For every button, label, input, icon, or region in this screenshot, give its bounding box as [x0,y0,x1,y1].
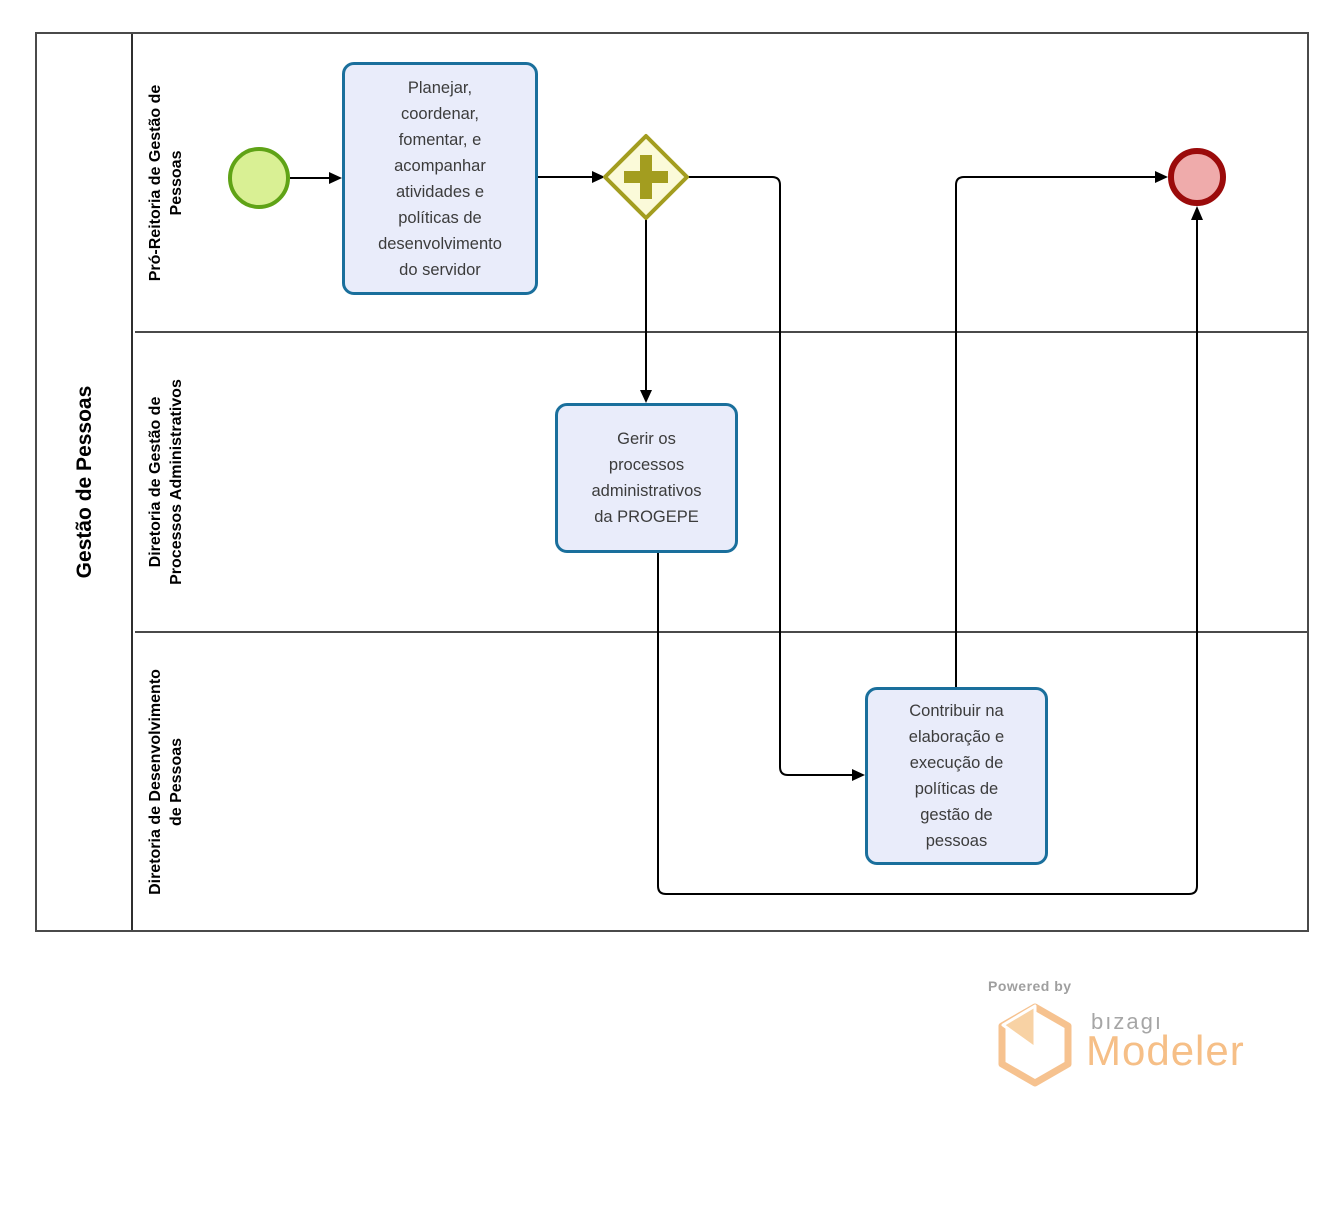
plus-icon [624,155,668,199]
arrowhead-icon [1191,206,1203,220]
flow-gateway-to-task3 [687,176,852,776]
start-event [228,147,290,209]
modeler-product-text: Modeler [1086,1027,1245,1074]
flow-task3-to-end [955,176,1155,687]
pool-title-strip: Gestão de Pessoas [37,34,133,930]
arrowhead-icon [329,172,342,184]
task-label: Planejar, coordenar, fomentar, e acompan… [378,78,502,279]
task-gerir-processos: Gerir os processos administrativos da PR… [555,403,738,553]
flow-task2-to-end [657,220,1198,895]
task-contribuir: Contribuir na elaboração e execução de p… [865,687,1048,865]
lane-gestao-processos: Diretoria de Gestão de Processos Adminis… [135,331,1307,631]
task-label: Gerir os processos administrativos da PR… [591,430,702,526]
task-label: Contribuir na elaboração e execução de p… [908,702,1005,850]
task-planejar: Planejar, coordenar, fomentar, e acompan… [342,62,538,295]
arrowhead-icon [592,171,605,183]
end-event [1168,148,1226,206]
bizagi-hexagon-icon [998,1003,1072,1087]
arrowhead-icon [852,769,865,781]
powered-by-text: Powered by [988,978,1072,994]
bizagi-brand-text: bızagı [1091,1009,1163,1034]
lane-desenvolvimento: Diretoria de Desenvolvimento de Pessoas [135,631,1307,930]
arrowhead-icon [1155,171,1168,183]
parallel-gateway [603,134,689,220]
arrowhead-icon [640,390,652,403]
